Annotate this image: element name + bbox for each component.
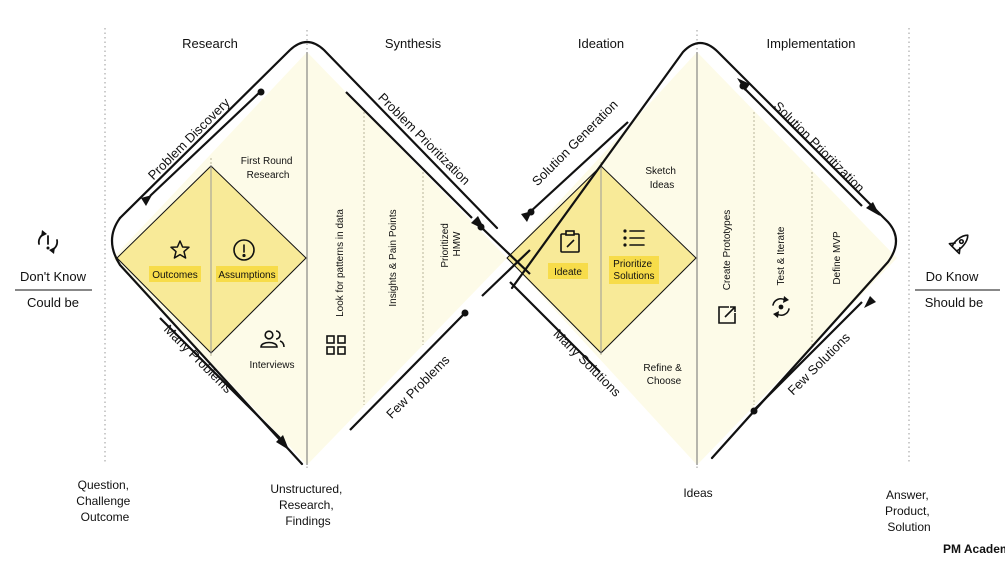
- arrowhead-5: [864, 296, 876, 308]
- diamond-1-fill: [113, 52, 507, 465]
- arrow-problem-discovery: [149, 91, 261, 197]
- create-prototypes-label: Create Prototypes: [722, 210, 733, 291]
- users-icon: [260, 330, 285, 348]
- end-label: Answer, Product, Solution: [885, 488, 933, 534]
- dont-know-label: Don't Know: [20, 269, 87, 284]
- prioritized-hmw-label: Prioritized HMW: [440, 220, 463, 267]
- ideate-highlight: [548, 263, 588, 279]
- rocket-icon: [948, 234, 969, 255]
- refresh-question-icon: [37, 230, 59, 254]
- assumptions-highlight: [216, 266, 278, 282]
- first-round-research-label: First Round Research: [241, 156, 295, 181]
- diamond-1-bottom-contour: [110, 216, 304, 466]
- dot-4: [527, 208, 535, 216]
- alert-circle-icon: [233, 239, 255, 261]
- ideate-label: Ideate: [554, 267, 582, 278]
- middle-label: Unstructured, Research, Findings: [270, 482, 345, 528]
- phase-implementation: Implementation: [767, 36, 856, 51]
- iterate-cycle-icon: [772, 296, 790, 318]
- arrow-few-solutions: [751, 301, 863, 413]
- ideas-label: Ideas: [683, 486, 712, 500]
- dot-6: [750, 407, 758, 415]
- sketch-ideas-label: Sketch Ideas: [645, 166, 678, 191]
- arrow-few-problems: [349, 314, 464, 431]
- prioritize-solutions-label: Prioritize Solutions: [613, 259, 655, 282]
- dot-1: [257, 88, 265, 96]
- edit-clipboard-icon: [560, 230, 580, 253]
- arrowhead-4: [866, 202, 880, 216]
- patterns-label: Look for patterns in data: [335, 209, 346, 317]
- external-link-icon: [718, 306, 736, 324]
- phase-research: Research: [182, 36, 238, 51]
- diamond-1-top-contour: [118, 40, 499, 230]
- test-iterate-label: Test & Iterate: [776, 226, 787, 285]
- prioritize-solutions-highlight: [609, 256, 659, 284]
- brand-label: PM Academy: [943, 542, 1005, 556]
- waypoint-dots: [257, 82, 758, 415]
- interviews-label: Interviews: [249, 360, 294, 371]
- phase-ideation: Ideation: [578, 36, 624, 51]
- define-mvp-label: Define MVP: [832, 231, 843, 285]
- dot-3: [461, 309, 469, 317]
- arrowhead-6: [141, 195, 152, 206]
- star-icon: [170, 240, 190, 259]
- outcomes-highlight: [149, 266, 201, 282]
- insights-label: Insights & Pain Points: [388, 209, 399, 306]
- diamond-1: [113, 52, 507, 465]
- arrow-crossing-b: [481, 249, 531, 297]
- dot-2: [477, 223, 485, 231]
- do-know-label: Do Know: [926, 269, 979, 284]
- arrow-crossing-a: [481, 227, 531, 275]
- could-be-label: Could be: [27, 295, 79, 310]
- arrow-solution-prioritization: [741, 85, 863, 207]
- assumptions-label: Assumptions: [218, 270, 275, 281]
- phase-synthesis: Synthesis: [385, 36, 442, 51]
- arrowhead-2: [276, 435, 289, 450]
- refine-choose-label: Refine & Choose: [643, 363, 684, 387]
- grid-icon: [326, 335, 346, 355]
- should-be-label: Should be: [925, 295, 984, 310]
- diamond-2-fill: [507, 52, 897, 465]
- diamond-2: [506, 52, 897, 465]
- diamond-2-contour: [510, 41, 898, 460]
- start-label: Question, Challenge Outcome: [76, 478, 133, 524]
- arrow-many-solutions: [509, 281, 601, 373]
- arrow-many-problems: [159, 317, 281, 439]
- list-icon: [623, 229, 645, 247]
- dot-5: [739, 82, 747, 90]
- outcomes-label: Outcomes: [152, 270, 198, 281]
- arrow-problem-prioritization: [345, 91, 473, 219]
- arrow-solution-generation: [529, 121, 629, 213]
